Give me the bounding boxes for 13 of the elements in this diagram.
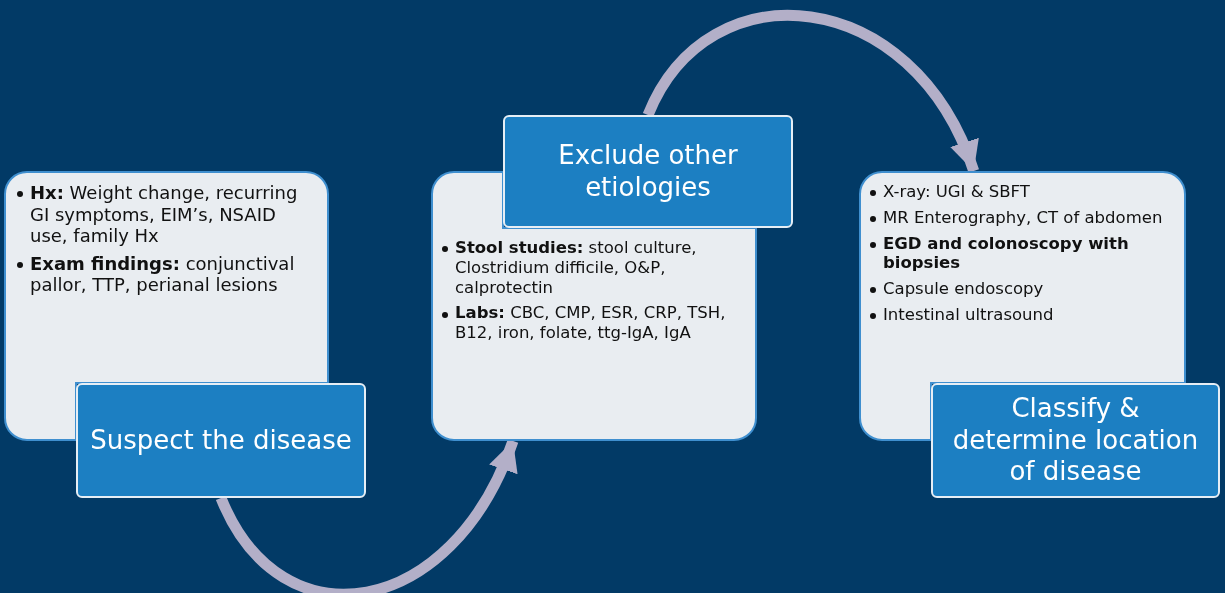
bullet-text: Stool studies: stool culture, Clostridium difficile, O&P, calprotectin	[455, 238, 698, 298]
bullet-text: Exam findings: conjunctival pallor, TTP, perianal lesions	[30, 252, 296, 296]
bullet-text: Capsule endoscopy	[883, 279, 1044, 299]
bullet-text: EGD and colonoscopy with biopsies	[883, 233, 1130, 274]
step-heading-box: Suspect the disease	[76, 383, 366, 498]
bullet-text: Labs: CBC, CMP, ESR, CRP, TSH, B12, iron, folate, ttg-IgA, IgA	[455, 303, 727, 343]
bullet-text: MR Enterography, CT of abdomen	[883, 207, 1163, 228]
bullet-text: Intestinal ultrasound	[883, 305, 1054, 325]
curved-arrow	[643, 10, 979, 174]
bullet-text: Hx: Weight change, recurring GI symptoms, EIM’s, NSAID use, family Hx	[30, 182, 299, 247]
bullet-text: X-ray: UGI & SBFT	[883, 182, 1030, 202]
step-heading-box: Classify & determine location of disease	[931, 383, 1220, 498]
step-heading-box: Exclude other etiologies	[503, 115, 793, 228]
